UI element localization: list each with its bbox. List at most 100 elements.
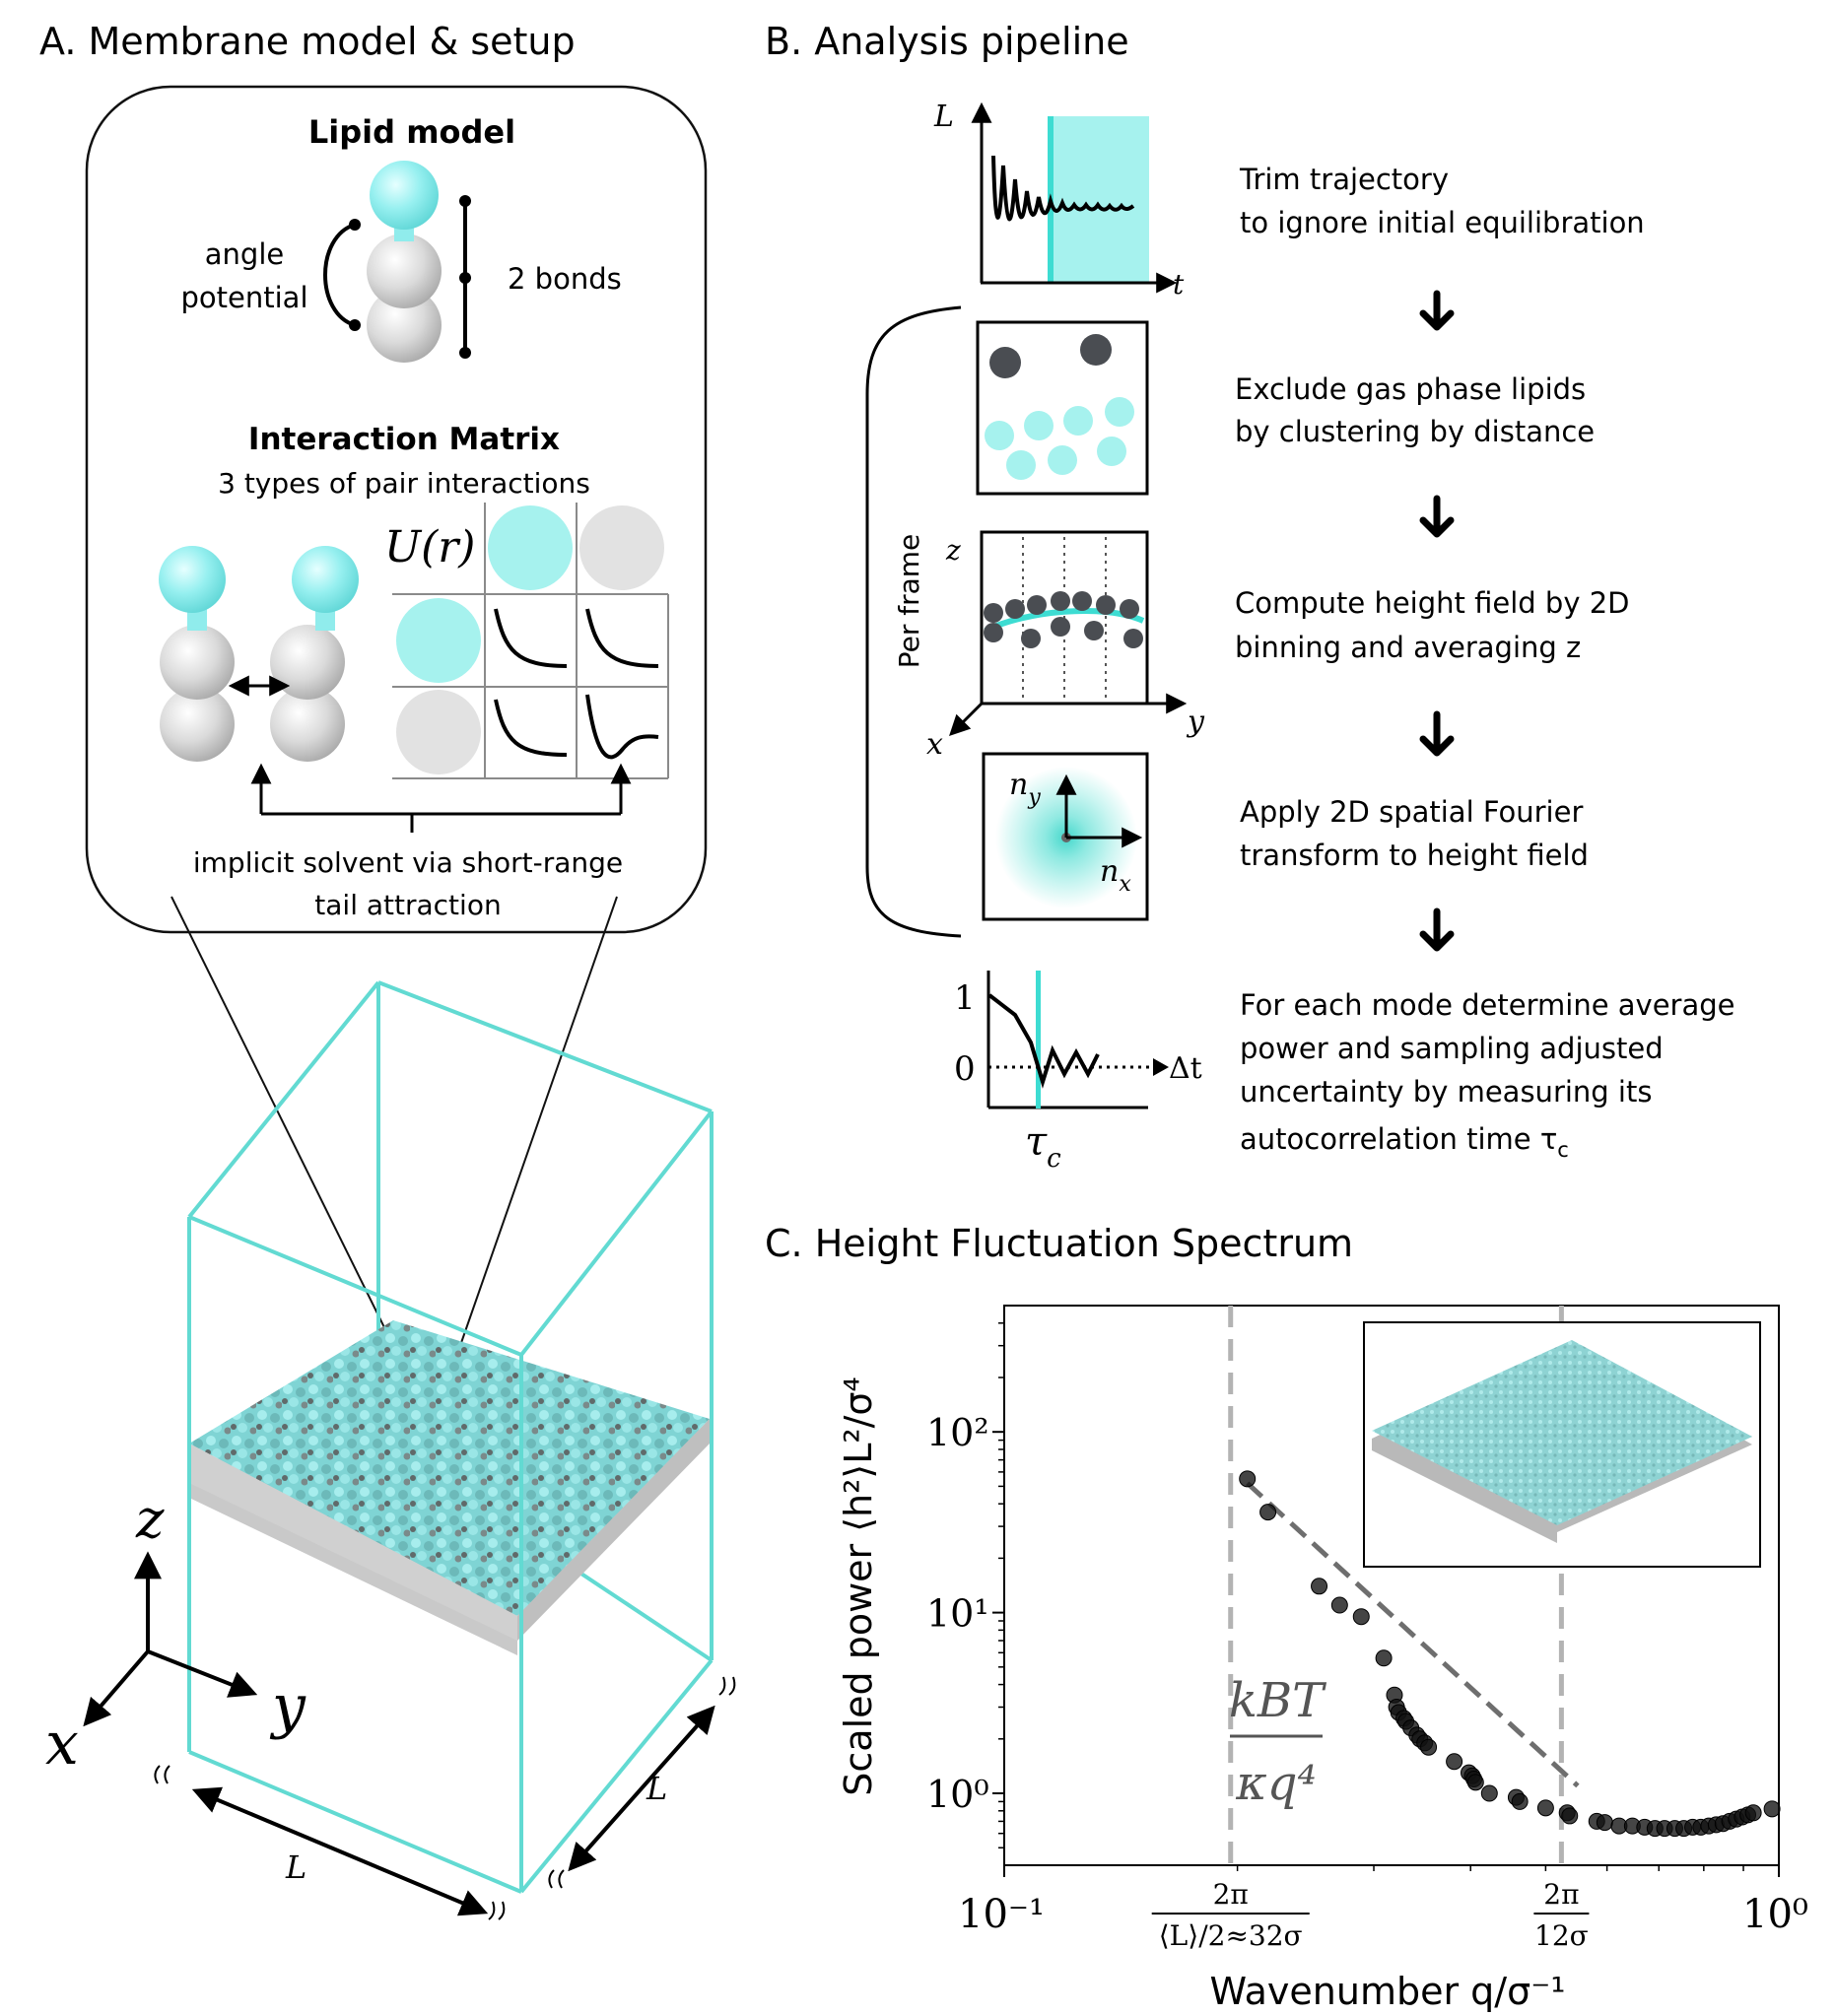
step5-line1: For each mode determine average (1240, 988, 1735, 1022)
solvent-line-2: tail attraction (314, 889, 501, 921)
bonds-label: 2 bonds (508, 262, 622, 296)
inset-membrane (1363, 1321, 1761, 1568)
data-point (1480, 1784, 1498, 1802)
membrane-slab (189, 1320, 710, 1655)
x-tick-label-right: 10⁰ (1742, 1892, 1808, 1937)
x-tick-label-vline2: 2π 12σ (1533, 1878, 1590, 1952)
axis-x-label: x (45, 1710, 79, 1779)
step1-line2: to ignore initial equilibration (1240, 206, 1645, 239)
panel-c: C. Height Fluctuation Spectrum 10² 10¹ 1… (765, 1222, 1808, 2013)
zoom-line-left (170, 896, 415, 1388)
box-L-label-1: L (285, 1848, 306, 1886)
data-point (1375, 1649, 1393, 1667)
down-arrow-2 (1419, 495, 1455, 538)
interaction-matrix: U(r) (384, 503, 669, 779)
data-points (1239, 1470, 1781, 1838)
data-point (1763, 1800, 1781, 1818)
dimension-break-marks (154, 1676, 736, 1920)
acf-zero-label: 0 (954, 1049, 976, 1089)
fraction-annotation: kBT κq⁴ (1229, 1673, 1326, 1811)
pipeline-arrows (1419, 290, 1455, 952)
matrix-title: Interaction Matrix (248, 422, 560, 457)
data-point (1330, 1596, 1348, 1614)
acf-tau-label: τc (1025, 1119, 1061, 1174)
callout-box (85, 85, 708, 934)
matrix-subtitle: 3 types of pair interactions (218, 467, 590, 500)
x-tick-label-left: 10⁻¹ (958, 1892, 1045, 1937)
x-tick-vline1-den: ⟨L⟩/2≈32σ (1159, 1919, 1303, 1952)
lipid-model-icon (367, 161, 442, 363)
height-field-plot (949, 530, 1188, 736)
panel-a: A. Membrane model & setup Lipid model an… (39, 20, 736, 1920)
trajectory-plot (971, 101, 1178, 294)
step5-line4: autocorrelation time τc (1240, 1122, 1569, 1162)
data-point (1536, 1799, 1554, 1817)
angle-label-2: potential (181, 281, 308, 314)
step3-line1: Compute height field by 2D (1235, 586, 1629, 620)
down-arrow-1 (1419, 290, 1455, 331)
acf-dt-label: Δt (1169, 1051, 1202, 1086)
y-axis-ticks (992, 1322, 1004, 1848)
lipid-pair-icon (159, 546, 359, 762)
acf-one-label: 1 (954, 978, 976, 1018)
data-point (1311, 1578, 1328, 1595)
dimension-L-arrows (191, 1705, 715, 1916)
lipid-model-title: Lipid model (308, 113, 515, 151)
angle-potential-icon (323, 219, 361, 331)
y-axis-label: Scaled power ⟨h²⟩L²/σ⁴ (837, 1377, 880, 1795)
traj-y-label: L (933, 100, 954, 134)
data-point (1561, 1807, 1579, 1825)
bonds-icon (459, 195, 471, 359)
height-x-label: x (926, 727, 943, 762)
y-tick-label: 10¹ (926, 1592, 989, 1636)
step5-line2: power and sampling adjusted (1240, 1032, 1664, 1065)
step3-line2: binning and averaging z (1235, 631, 1581, 664)
box-L-label-2: L (646, 1770, 667, 1807)
x-tick-vline2-num: 2π (1543, 1878, 1579, 1911)
data-point (1511, 1792, 1529, 1810)
data-point (1259, 1504, 1277, 1521)
data-point (1744, 1804, 1762, 1822)
down-arrow-4 (1419, 907, 1455, 952)
annotation-numerator: kBT (1229, 1673, 1326, 1728)
data-point (1446, 1753, 1463, 1771)
x-tick-vline1-num: 2π (1213, 1878, 1249, 1911)
data-point (1239, 1470, 1257, 1488)
angle-label-1: angle (205, 237, 284, 271)
fourier-box (982, 752, 1149, 921)
fourier-ny-label: ny (1009, 768, 1041, 810)
x-tick-vline2-den: 12σ (1534, 1919, 1589, 1952)
height-z-label: z (945, 534, 961, 567)
y-tick-label: 10⁰ (926, 1773, 989, 1816)
step5-line3: uncertainty by measuring its (1240, 1075, 1652, 1109)
fourier-nx-label: nx (1100, 854, 1131, 897)
data-point (1420, 1738, 1438, 1756)
data-point (1352, 1608, 1370, 1626)
panel-c-title: C. Height Fluctuation Spectrum (765, 1222, 1353, 1265)
step1-line1: Trim trajectory (1239, 163, 1449, 196)
height-y-label: y (1186, 705, 1205, 739)
per-frame-label: Per frame (893, 534, 925, 669)
data-point (1466, 1774, 1484, 1791)
x-axis-ticks (1003, 1865, 1780, 1877)
annotation-denominator: κq⁴ (1235, 1756, 1316, 1811)
data-point (1596, 1814, 1613, 1832)
autocorrelation-plot (986, 971, 1169, 1109)
pipeline-step-texts: Trim trajectory to ignore initial equili… (1235, 163, 1735, 1162)
axis-y-label: y (269, 1672, 306, 1741)
panel-a-title: A. Membrane model & setup (39, 20, 576, 63)
clustering-box (976, 320, 1149, 496)
per-frame-bracket (865, 305, 962, 938)
step4-line1: Apply 2D spatial Fourier (1240, 795, 1583, 829)
x-axis-label: Wavenumber q/σ⁻¹ (1210, 1970, 1566, 2013)
traj-x-label: t (1173, 268, 1185, 301)
solvent-bracket (250, 763, 632, 833)
panel-b-title: B. Analysis pipeline (765, 20, 1129, 63)
down-arrow-3 (1419, 710, 1455, 757)
xyz-axes (83, 1551, 258, 1727)
power-law-fit-line (1246, 1481, 1580, 1788)
zoom-line-right (454, 896, 618, 1361)
y-tick-labels: 10² 10¹ 10⁰ (926, 1411, 989, 1816)
step2-line2: by clustering by distance (1235, 415, 1595, 448)
